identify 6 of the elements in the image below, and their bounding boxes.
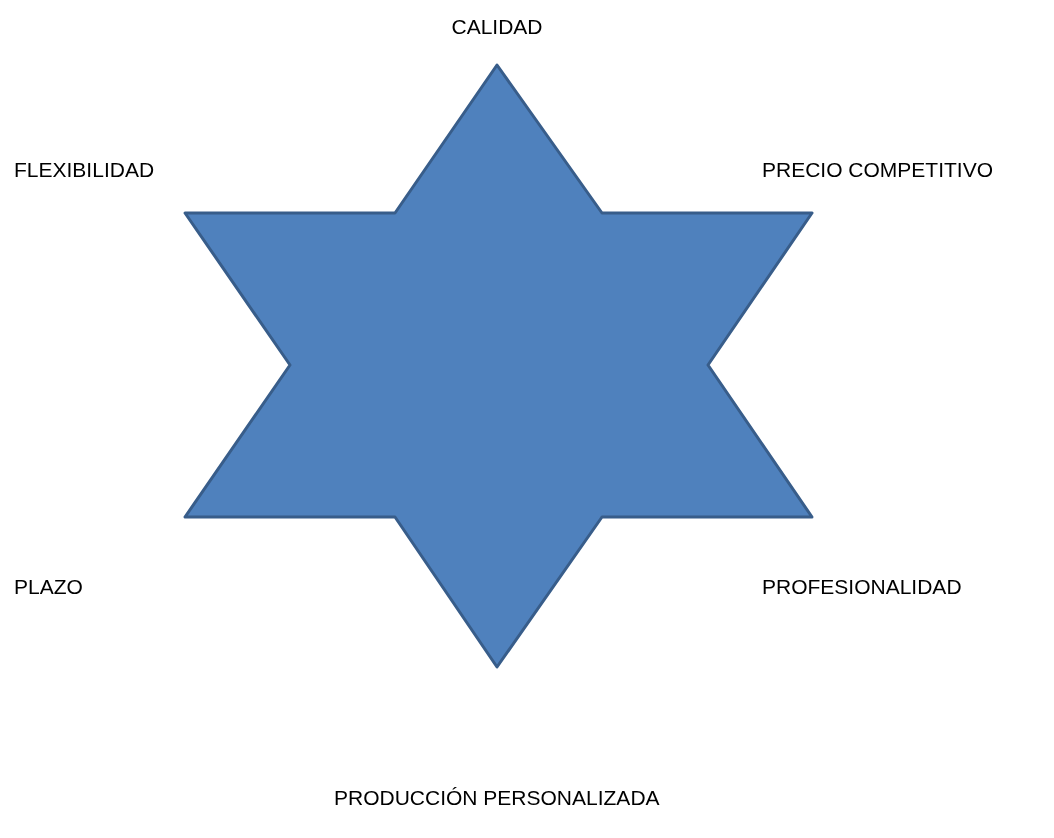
point-label: FLEXIBILIDAD [14,157,155,183]
point-label: CALIDAD [451,14,543,40]
point-label: PROFESIONALIDAD [762,574,962,600]
point-label: PLAZO [14,574,83,600]
point-label: PRODUCCIÓN PERSONALIZADA [334,785,660,811]
point-label: PRECIO COMPETITIVO [762,157,994,183]
